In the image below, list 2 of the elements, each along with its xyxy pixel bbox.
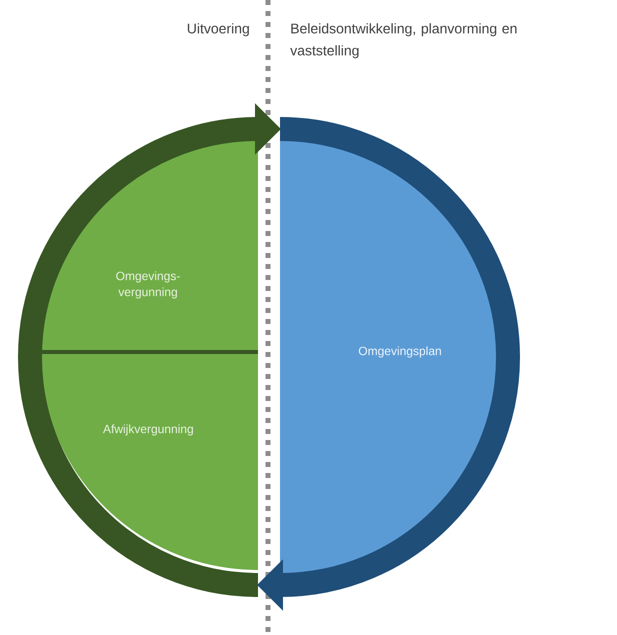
heading-label: Beleidsontwikkeling, planvorming en vaststelling bbox=[290, 23, 516, 58]
heading-label: Uitvoering bbox=[188, 23, 249, 36]
